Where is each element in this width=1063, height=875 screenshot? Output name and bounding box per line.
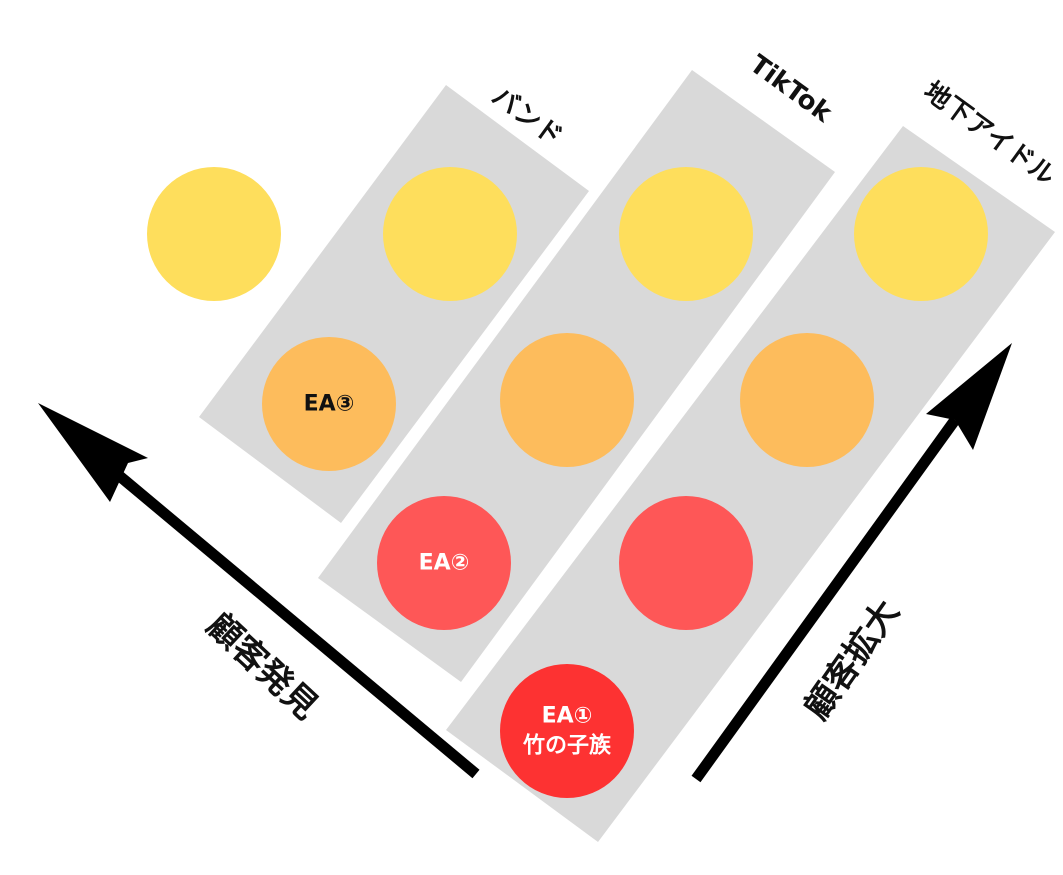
circle-5-label: EA③ xyxy=(304,392,355,417)
arrow-customer-discovery xyxy=(38,403,480,779)
circle-2 xyxy=(383,167,517,301)
circle-group: EA③ EA② EA① 竹の子族 xyxy=(147,167,988,798)
circle-10-label: 竹の子族 xyxy=(522,733,612,759)
arrow-customer-expansion xyxy=(691,343,1012,783)
circle-4 xyxy=(854,167,988,301)
circle-3 xyxy=(619,167,753,301)
circle-7 xyxy=(740,333,874,467)
circle-1 xyxy=(147,167,281,301)
circle-8 xyxy=(377,496,511,630)
arrow-expansion-head xyxy=(926,343,1012,450)
circle-8-label: EA② xyxy=(419,551,470,576)
circle-9 xyxy=(619,496,753,630)
circle-6 xyxy=(500,333,634,467)
circle-10 xyxy=(500,664,634,798)
band-idol-rect xyxy=(446,126,1055,842)
arrow-label-discovery: 顧客発見 xyxy=(199,605,326,727)
arrow-discovery-shaft xyxy=(106,463,480,779)
band-label-tiktok: TikTok xyxy=(744,49,838,129)
arrow-discovery-head xyxy=(38,403,148,502)
circle-10-label: EA① xyxy=(542,704,593,729)
circle-5 xyxy=(262,337,396,471)
arrow-expansion-shaft xyxy=(691,416,960,783)
